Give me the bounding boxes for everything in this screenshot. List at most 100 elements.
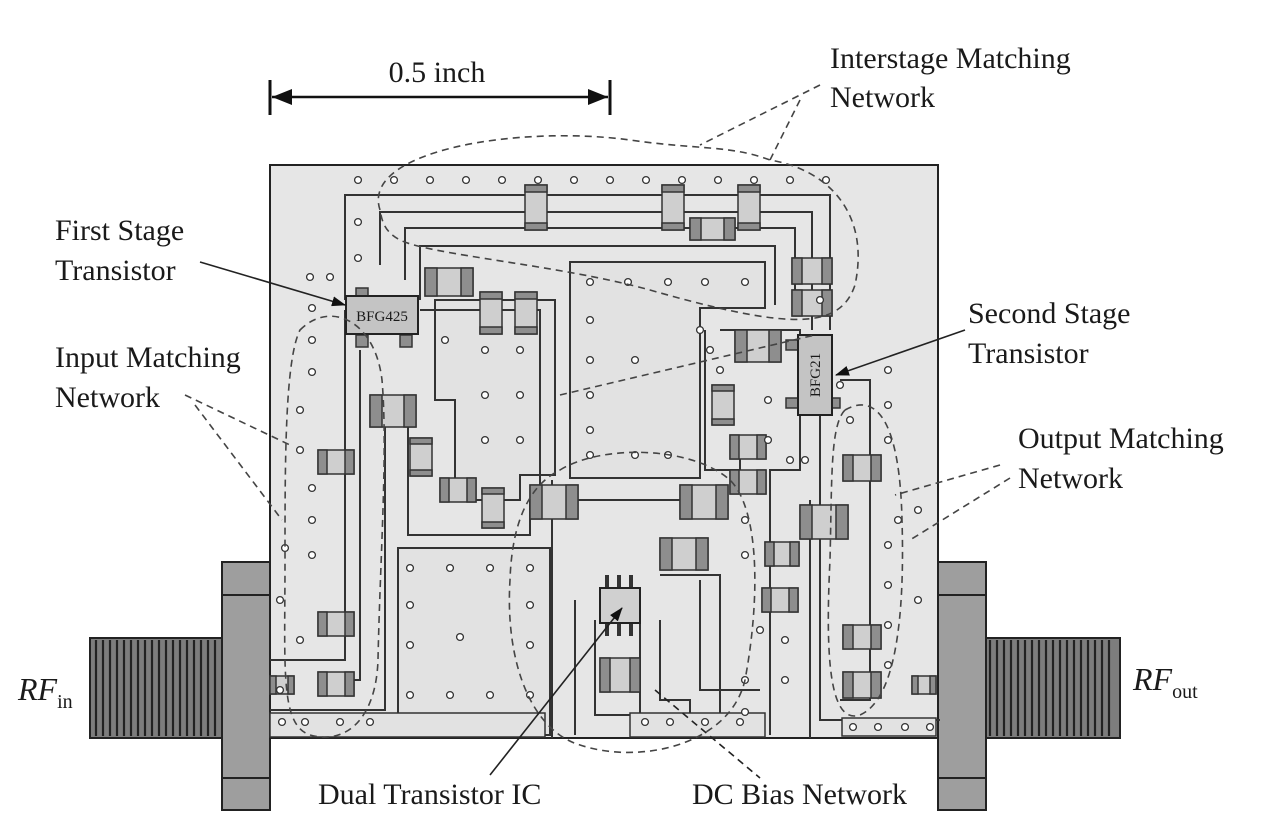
output-matching-label-line1: Output Matching <box>1018 422 1224 455</box>
via <box>900 722 910 732</box>
interstage-region <box>377 134 859 321</box>
via <box>497 175 507 185</box>
component-terminal <box>799 504 813 540</box>
rf-in-connector <box>89 561 271 811</box>
via <box>749 175 759 185</box>
component-terminal <box>479 291 503 300</box>
component-terminal <box>524 222 548 231</box>
via <box>755 625 765 635</box>
via <box>740 550 750 560</box>
region-outlines <box>184 84 1011 754</box>
component-terminal <box>842 454 854 482</box>
rf-in-label: RFin <box>17 671 73 713</box>
via <box>440 335 450 345</box>
component-terminal <box>565 484 579 520</box>
component-terminal <box>344 611 355 637</box>
component-terminal <box>317 449 328 475</box>
via <box>485 563 495 573</box>
component-terminal <box>460 267 474 297</box>
second-stage-label-line1: Second Stage <box>968 297 1130 330</box>
component-terminal <box>870 624 882 650</box>
via <box>405 563 415 573</box>
via <box>307 483 317 493</box>
via <box>835 380 845 390</box>
via <box>883 400 893 410</box>
component-terminal <box>629 657 641 693</box>
via <box>455 632 465 642</box>
component-terminal <box>514 326 538 335</box>
via <box>307 515 317 525</box>
component-terminal <box>768 329 782 363</box>
via <box>780 675 790 685</box>
via <box>705 345 715 355</box>
via <box>569 175 579 185</box>
component-terminal <box>723 217 736 241</box>
component-terminal <box>737 222 761 231</box>
component-terminal <box>466 477 477 503</box>
vias <box>275 175 935 732</box>
via <box>630 355 640 365</box>
rf-out-sub: out <box>1172 681 1198 703</box>
rf-in-thread <box>94 640 217 736</box>
component-terminal <box>729 434 740 460</box>
via <box>913 595 923 605</box>
via <box>640 717 650 727</box>
via <box>883 540 893 550</box>
rf-out-base: RF <box>1132 661 1173 697</box>
component-terminal <box>439 477 450 503</box>
via <box>641 175 651 185</box>
component-terminal <box>821 257 833 285</box>
dual-transistor-label: Dual Transistor IC <box>318 778 541 811</box>
component-terminal <box>409 469 433 477</box>
component-terminal <box>424 267 438 297</box>
rf-in-base: RF <box>17 671 58 707</box>
via <box>275 595 285 605</box>
via <box>883 660 893 670</box>
via <box>677 175 687 185</box>
via <box>845 415 855 425</box>
rf-out-connector <box>937 561 1121 811</box>
second-stage-chip: BFG21 <box>785 334 841 416</box>
via <box>525 640 535 650</box>
component-terminal <box>369 394 383 428</box>
via <box>873 722 883 732</box>
via <box>700 717 710 727</box>
component-terminal <box>870 671 882 699</box>
output-region <box>827 404 904 717</box>
first-stage-label-line1: First Stage <box>55 214 184 247</box>
via <box>623 277 633 287</box>
component-terminal <box>842 671 854 699</box>
component-terminal <box>756 434 767 460</box>
via <box>848 722 858 732</box>
via <box>305 272 315 282</box>
component-terminal <box>729 469 740 495</box>
via <box>515 345 525 355</box>
via <box>883 365 893 375</box>
component-terminal <box>524 184 548 193</box>
via <box>695 325 705 335</box>
via <box>405 690 415 700</box>
component-terminal <box>764 541 775 567</box>
component-terminal <box>870 454 882 482</box>
first-stage-label-line2: Transistor <box>55 254 176 287</box>
via <box>893 515 903 525</box>
via <box>307 367 317 377</box>
component-terminal <box>661 184 685 193</box>
via <box>735 717 745 727</box>
component-terminal <box>481 487 505 495</box>
via <box>585 355 595 365</box>
component-terminal <box>479 326 503 335</box>
via <box>821 175 831 185</box>
via <box>815 295 825 305</box>
via <box>883 580 893 590</box>
component-terminal <box>929 675 937 695</box>
component-terminal <box>679 484 693 520</box>
component-terminal <box>761 587 772 613</box>
via <box>461 175 471 185</box>
via <box>883 620 893 630</box>
via <box>925 722 935 732</box>
via <box>585 390 595 400</box>
interstage-label-line2: Network <box>830 81 935 114</box>
via <box>713 175 723 185</box>
component-terminal <box>821 289 833 317</box>
